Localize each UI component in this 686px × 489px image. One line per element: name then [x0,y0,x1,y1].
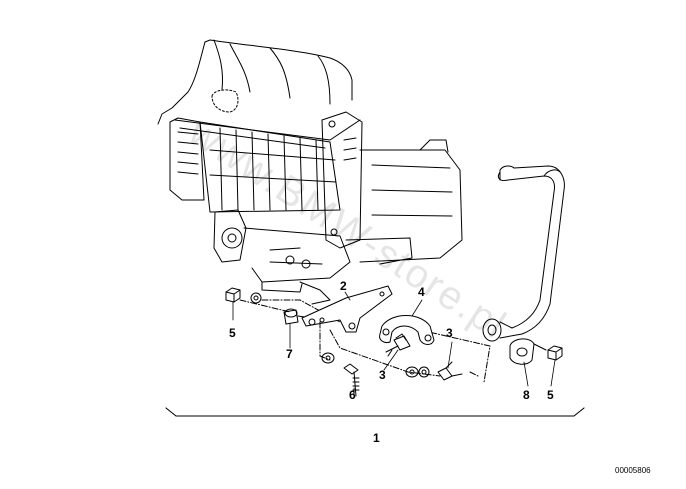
mounting-parts [225,285,563,397]
callout-3-right: 3 [446,326,453,340]
callout-1: 1 [373,431,380,445]
callout-3-centre: 3 [379,368,386,382]
callout-6: 6 [349,388,356,402]
callout-4: 4 [418,285,425,299]
assembly-bracket-line [165,407,585,417]
crash-bar [482,165,565,365]
engine-block [157,39,463,305]
document-number: 00005806 [615,466,651,475]
leader-lines [232,291,556,397]
callout-2: 2 [340,279,347,293]
callout-8: 8 [523,388,530,402]
callout-5-right: 5 [547,388,554,402]
callout-5-left: 5 [229,326,236,340]
callout-7: 7 [286,347,293,361]
